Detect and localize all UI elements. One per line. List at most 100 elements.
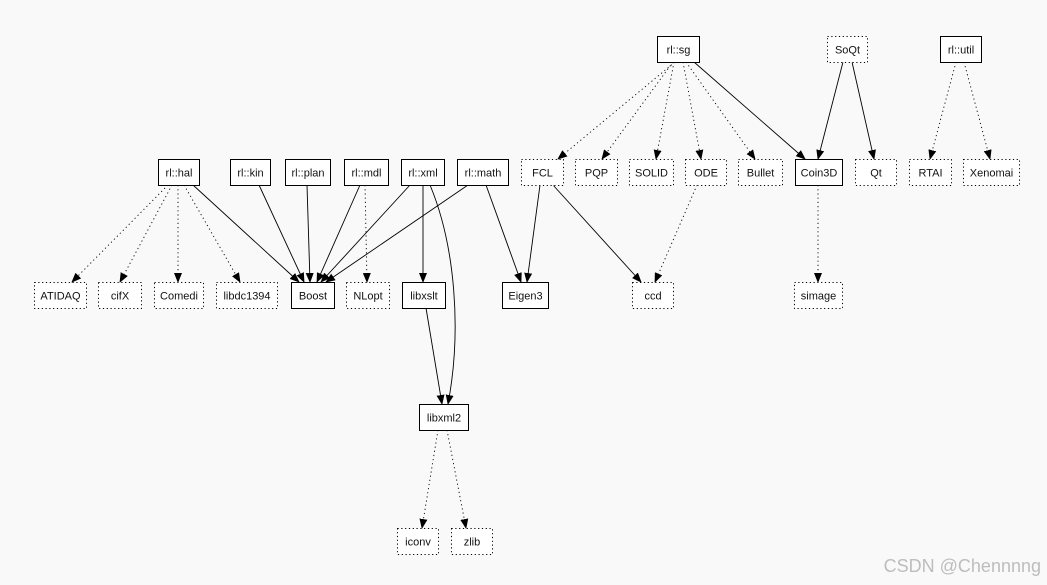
node-label: ATIDAQ xyxy=(40,291,81,303)
node-label: libdc1394 xyxy=(223,291,270,303)
node-box xyxy=(521,159,564,186)
node-label: rl::plan xyxy=(291,168,324,180)
node-comedi: Comedi xyxy=(154,282,204,309)
node-ccd: ccd xyxy=(632,282,674,309)
node-ode: ODE xyxy=(685,159,727,186)
edge-rl-util-to-xenomai xyxy=(963,61,992,160)
edge-soqt-to-qt xyxy=(851,61,876,160)
edge-rl-sg-to-coin3d xyxy=(693,61,806,160)
node-label: FCL xyxy=(532,168,553,180)
node-qt: Qt xyxy=(855,159,897,186)
node-box xyxy=(738,159,783,186)
node-cifx: cifX xyxy=(98,282,142,309)
edge-fcl-to-eigen3 xyxy=(524,184,541,283)
node-box xyxy=(855,159,897,186)
node-label: libxml2 xyxy=(427,413,461,425)
node-coin3d: Coin3D xyxy=(795,159,843,186)
node-label: Boost xyxy=(299,291,327,303)
node-box xyxy=(657,36,700,63)
node-box xyxy=(632,282,674,309)
edge-libxml2-to-zlib xyxy=(446,429,469,529)
node-soqt: SoQt xyxy=(827,36,868,63)
edge-rl-plan-to-boost xyxy=(305,184,314,283)
node-box xyxy=(629,159,674,186)
node-rl-xml: rl::xml xyxy=(401,159,445,186)
node-box xyxy=(457,159,509,186)
node-box xyxy=(419,404,469,431)
node-box xyxy=(402,282,446,309)
node-box xyxy=(230,159,271,186)
watermark: CSDN @Chennnng xyxy=(883,556,1041,576)
edge-libxslt-to-libxml2 xyxy=(425,307,445,405)
node-label: rl::xml xyxy=(408,168,437,180)
node-box xyxy=(827,36,868,63)
edge-soqt-to-coin3d xyxy=(816,61,844,160)
node-label: PQP xyxy=(585,168,608,180)
node-nlopt: NLopt xyxy=(346,282,390,309)
node-rl-kin: rl::kin xyxy=(230,159,271,186)
edge-rl-sg-to-ode xyxy=(682,61,704,160)
node-label: Coin3D xyxy=(801,168,838,180)
edge-rl-math-to-boost xyxy=(325,184,469,283)
node-rl-math: rl::math xyxy=(457,159,509,186)
edge-rl-math-to-eigen3 xyxy=(485,184,522,283)
node-box xyxy=(685,159,727,186)
node-label: simage xyxy=(801,291,836,303)
node-box xyxy=(285,159,331,186)
node-bullet: Bullet xyxy=(738,159,783,186)
node-box xyxy=(158,159,200,186)
edge-rl-sg-to-fcl xyxy=(557,61,676,160)
edge-rl-xml-to-libxml2 xyxy=(429,184,456,405)
node-box xyxy=(34,282,87,309)
node-iconv: iconv xyxy=(397,528,439,555)
node-box xyxy=(794,282,843,309)
node-box xyxy=(575,159,618,186)
node-label: NLopt xyxy=(353,291,382,303)
edges-layer xyxy=(71,61,992,529)
node-fcl: FCL xyxy=(521,159,564,186)
node-box xyxy=(401,159,445,186)
edge-rl-hal-to-cifx xyxy=(119,184,173,283)
node-box xyxy=(451,528,493,555)
node-label: rl::sg xyxy=(667,45,691,57)
node-rtai: RTAI xyxy=(909,159,952,186)
node-label: Bullet xyxy=(747,168,775,180)
node-label: SOLID xyxy=(635,168,668,180)
node-libxml2: libxml2 xyxy=(419,404,469,431)
node-rl-sg: rl::sg xyxy=(657,36,700,63)
node-label: rl::mdl xyxy=(352,168,382,180)
node-eigen3: Eigen3 xyxy=(502,282,549,309)
node-boost: Boost xyxy=(291,282,335,309)
node-rl-mdl: rl::mdl xyxy=(344,159,389,186)
edge-rl-mdl-to-boost xyxy=(316,184,361,283)
node-label: SoQt xyxy=(835,45,860,57)
node-box xyxy=(940,36,982,63)
node-box xyxy=(963,159,1020,186)
node-label: zlib xyxy=(464,537,481,549)
node-zlib: zlib xyxy=(451,528,493,555)
node-box xyxy=(154,282,204,309)
node-label: iconv xyxy=(405,537,431,549)
edge-fcl-to-ccd xyxy=(552,184,642,283)
edge-rl-sg-to-solid xyxy=(653,61,675,160)
node-atidaq: ATIDAQ xyxy=(34,282,87,309)
node-simage: simage xyxy=(794,282,843,309)
node-label: cifX xyxy=(111,291,130,303)
node-label: libxslt xyxy=(410,291,438,303)
node-rl-hal: rl::hal xyxy=(158,159,200,186)
node-box xyxy=(346,282,390,309)
node-box xyxy=(98,282,142,309)
node-box xyxy=(909,159,952,186)
edge-rl-util-to-rtai xyxy=(928,61,957,160)
node-label: ccd xyxy=(644,291,661,303)
node-box xyxy=(344,159,389,186)
node-label: rl::math xyxy=(465,168,502,180)
node-label: ODE xyxy=(694,168,718,180)
node-pqp: PQP xyxy=(575,159,618,186)
edge-rl-hal-to-boost xyxy=(192,184,300,283)
node-box xyxy=(291,282,335,309)
node-solid: SOLID xyxy=(629,159,674,186)
node-label: Xenomai xyxy=(970,168,1013,180)
node-xenomai: Xenomai xyxy=(963,159,1020,186)
